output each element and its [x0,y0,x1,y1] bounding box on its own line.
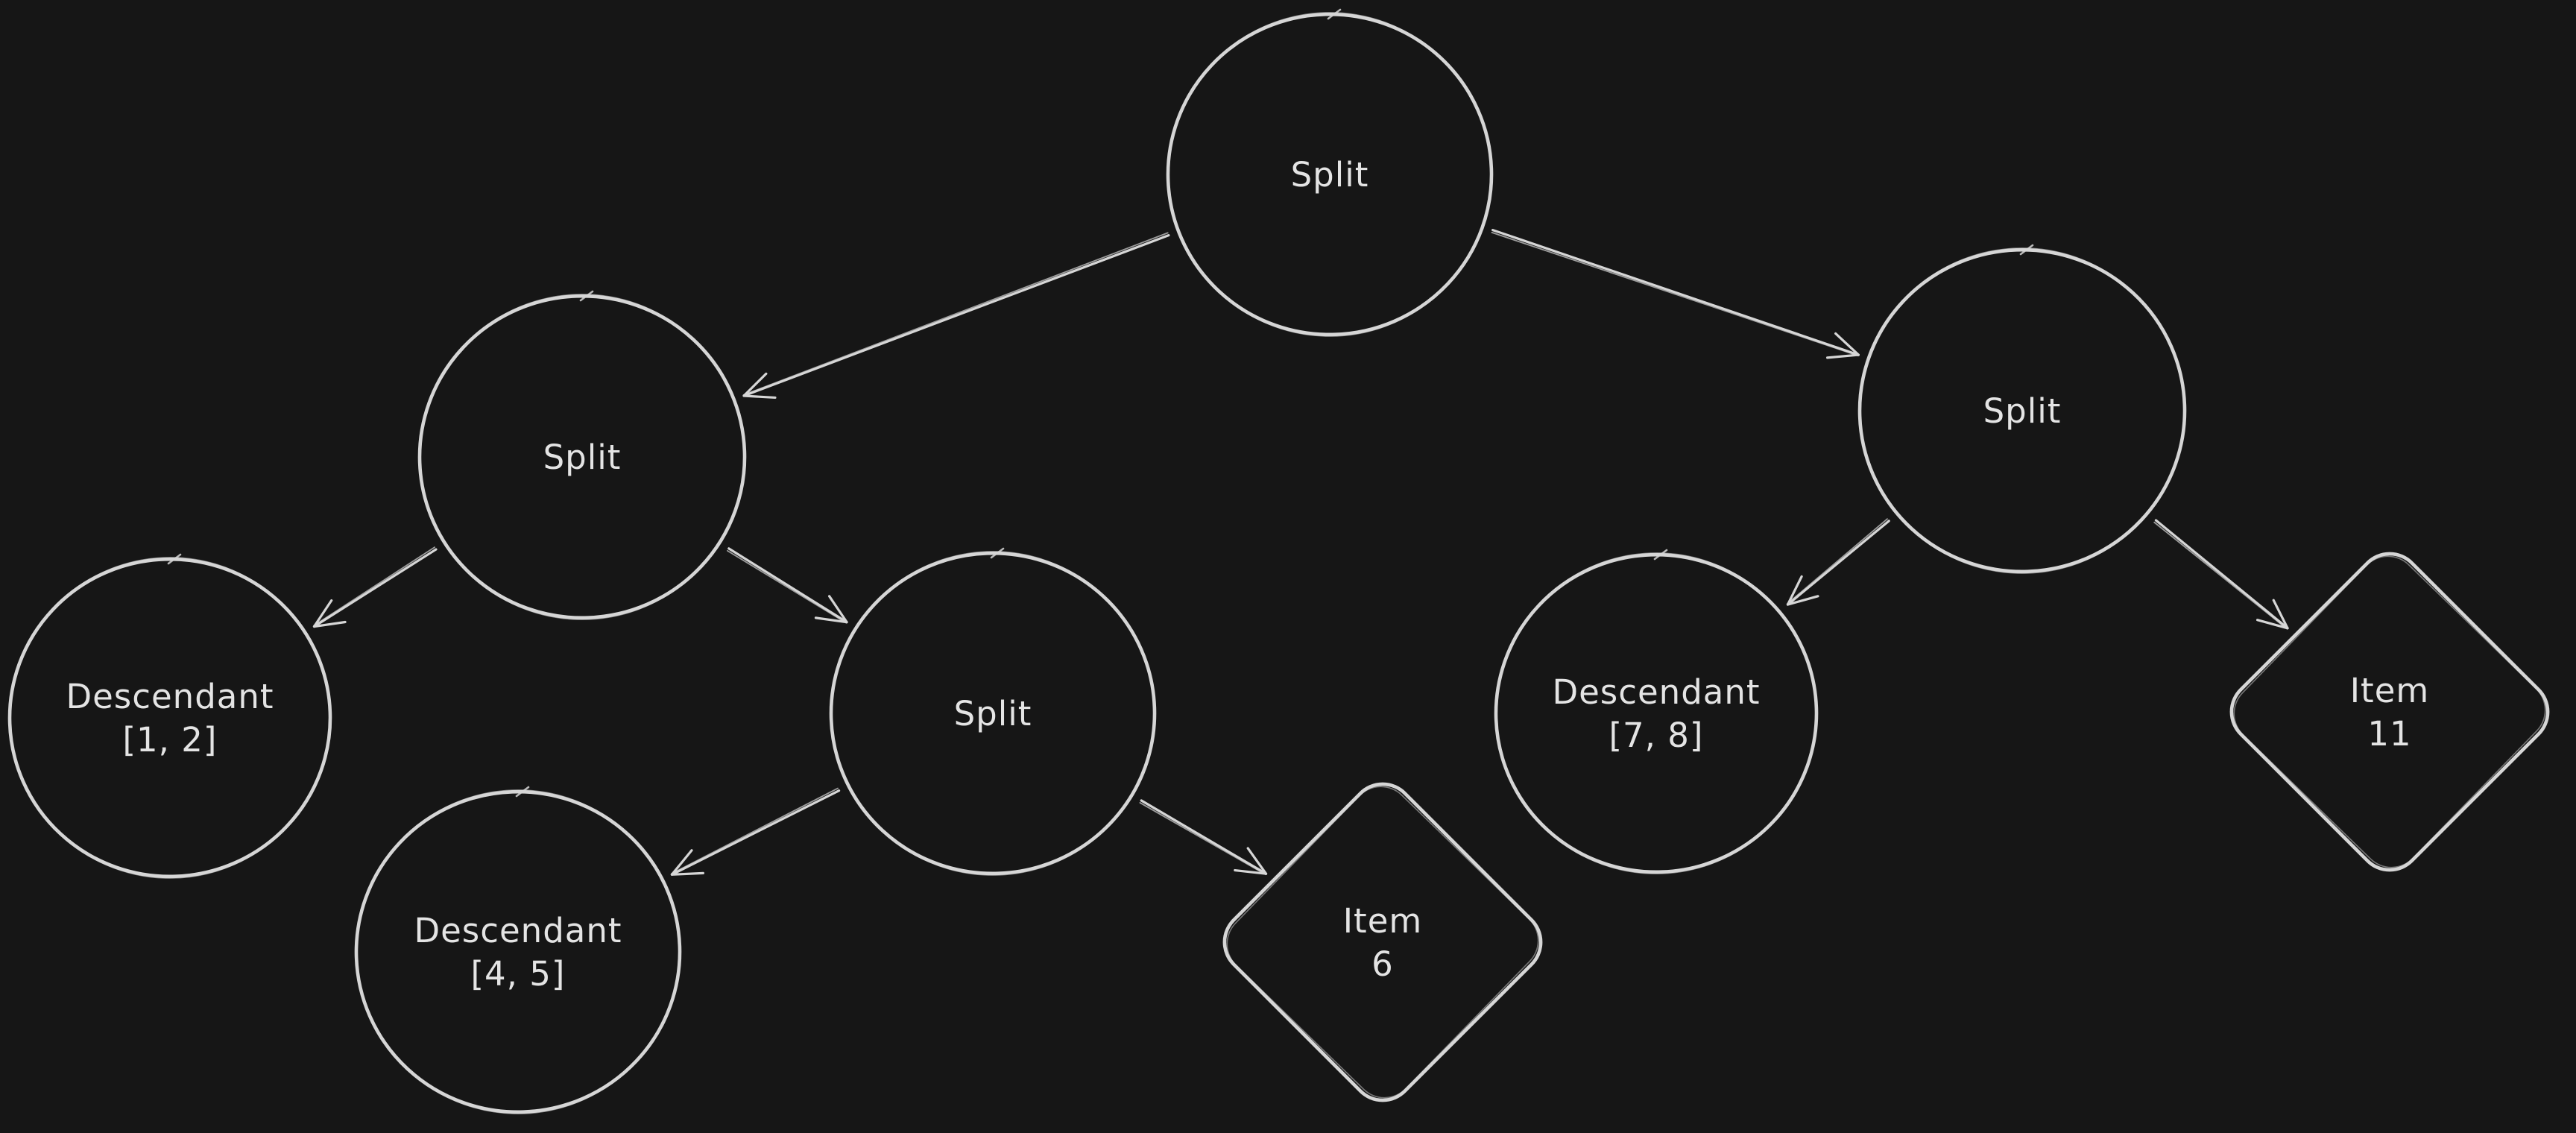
circle-shape-sketch [831,551,1155,876]
circle-shape [1857,247,2187,574]
node-split-right[interactable]: Split [1854,244,2191,578]
arrowhead [1786,575,1819,606]
node-split-root[interactable]: Split [1163,8,1497,341]
diamond-shape-sketch [2233,555,2546,868]
node-label-line: Split [1983,391,2062,431]
arrowhead [2255,599,2289,630]
node-label-line: [4, 5] [471,954,566,994]
arrow-shaft-sketch [312,546,435,627]
node-label-line: Descendant [66,677,274,716]
arrow-shaft-sketch [670,787,839,875]
arrow-shaft [312,548,438,628]
node-split-mid[interactable]: Split [826,547,1161,880]
circle-shape-sketch [10,557,330,879]
diamond-shape-sketch [1226,786,1539,1099]
arrow-split-mid-to-item-6[interactable] [1139,799,1268,876]
arrowhead [742,372,777,400]
node-item-11[interactable]: Item 11 [2219,541,2561,883]
node-label-line: Descendant [1552,672,1760,712]
circle-shape-sketch [1168,12,1491,337]
circle-shape-sketch [420,294,745,620]
circle-shape-sketch [1496,552,1816,874]
diamond-shape [2229,552,2550,872]
arrow-split-right-to-descendant-7-8[interactable] [1786,518,1890,606]
node-label-line: Split [1291,155,1369,195]
node-label-line: Split [543,438,622,477]
sketch-tick [515,786,530,798]
arrowhead [1826,332,1860,359]
node-label-line: Split [954,694,1032,733]
circle-shape [829,551,1157,876]
sketch-tick [1653,549,1668,561]
arrow-shaft [1140,799,1268,875]
node-label-line: 6 [1371,944,1394,984]
arrow-shaft-sketch [1786,518,1888,605]
arrow-split-left-to-descendant-1-2[interactable] [312,546,438,628]
circle-shape [7,557,332,879]
circle-shape [417,294,747,620]
arrow-shaft [670,789,841,876]
sketch-tick [579,290,594,302]
arrowhead [670,849,704,876]
arrow-split-root-to-split-left[interactable] [742,232,1170,400]
arrow-split-left-to-split-mid[interactable] [727,547,848,624]
arrow-shaft [742,234,1170,397]
arrow-shaft-sketch [1139,802,1266,876]
arrow-shaft-sketch [1491,232,1859,357]
arrowhead [1234,847,1268,875]
arrow-shaft-sketch [2153,521,2288,630]
node-split-left[interactable]: Split [414,290,751,624]
arrow-split-root-to-split-right[interactable] [1491,229,1860,359]
sketch-tick [1327,8,1342,20]
arrow-shaft [1491,229,1860,356]
arrow-shaft [727,547,848,624]
arrow-shaft [2154,519,2289,630]
diamond-shape [1222,782,1543,1102]
arrow-split-mid-to-descendant-4-5[interactable] [670,787,841,876]
node-label-line: [1, 2] [123,720,218,760]
node-descendant-4-5[interactable]: Descendant [4, 5] [351,786,686,1118]
arrow-shaft-sketch [742,232,1169,396]
sketch-tick [167,553,182,565]
sketch-tick [2019,244,2034,256]
node-descendant-7-8[interactable]: Descendant [7, 8] [1491,549,1822,878]
arrow-shaft [1786,520,1890,606]
sketch-tick [990,547,1005,559]
circle-shape [1494,552,1819,874]
node-label-line: [7, 8] [1609,716,1704,755]
node-label-line: 11 [2367,714,2411,754]
node-descendant-1-2[interactable]: Descendant [1, 2] [4,553,336,883]
circle-shape [1166,12,1494,337]
arrow-split-right-to-item-11[interactable] [2153,519,2289,630]
arrowhead [312,599,347,628]
arrowhead [814,595,848,624]
node-label-line: Descendant [414,911,622,950]
circle-shape-sketch [1860,247,2185,574]
node-label-line: Item [1343,901,1422,941]
node-label-line: Item [2350,671,2429,710]
arrow-shaft-sketch [727,549,847,624]
circle-shape [354,789,682,1114]
circle-shape-sketch [356,789,680,1114]
